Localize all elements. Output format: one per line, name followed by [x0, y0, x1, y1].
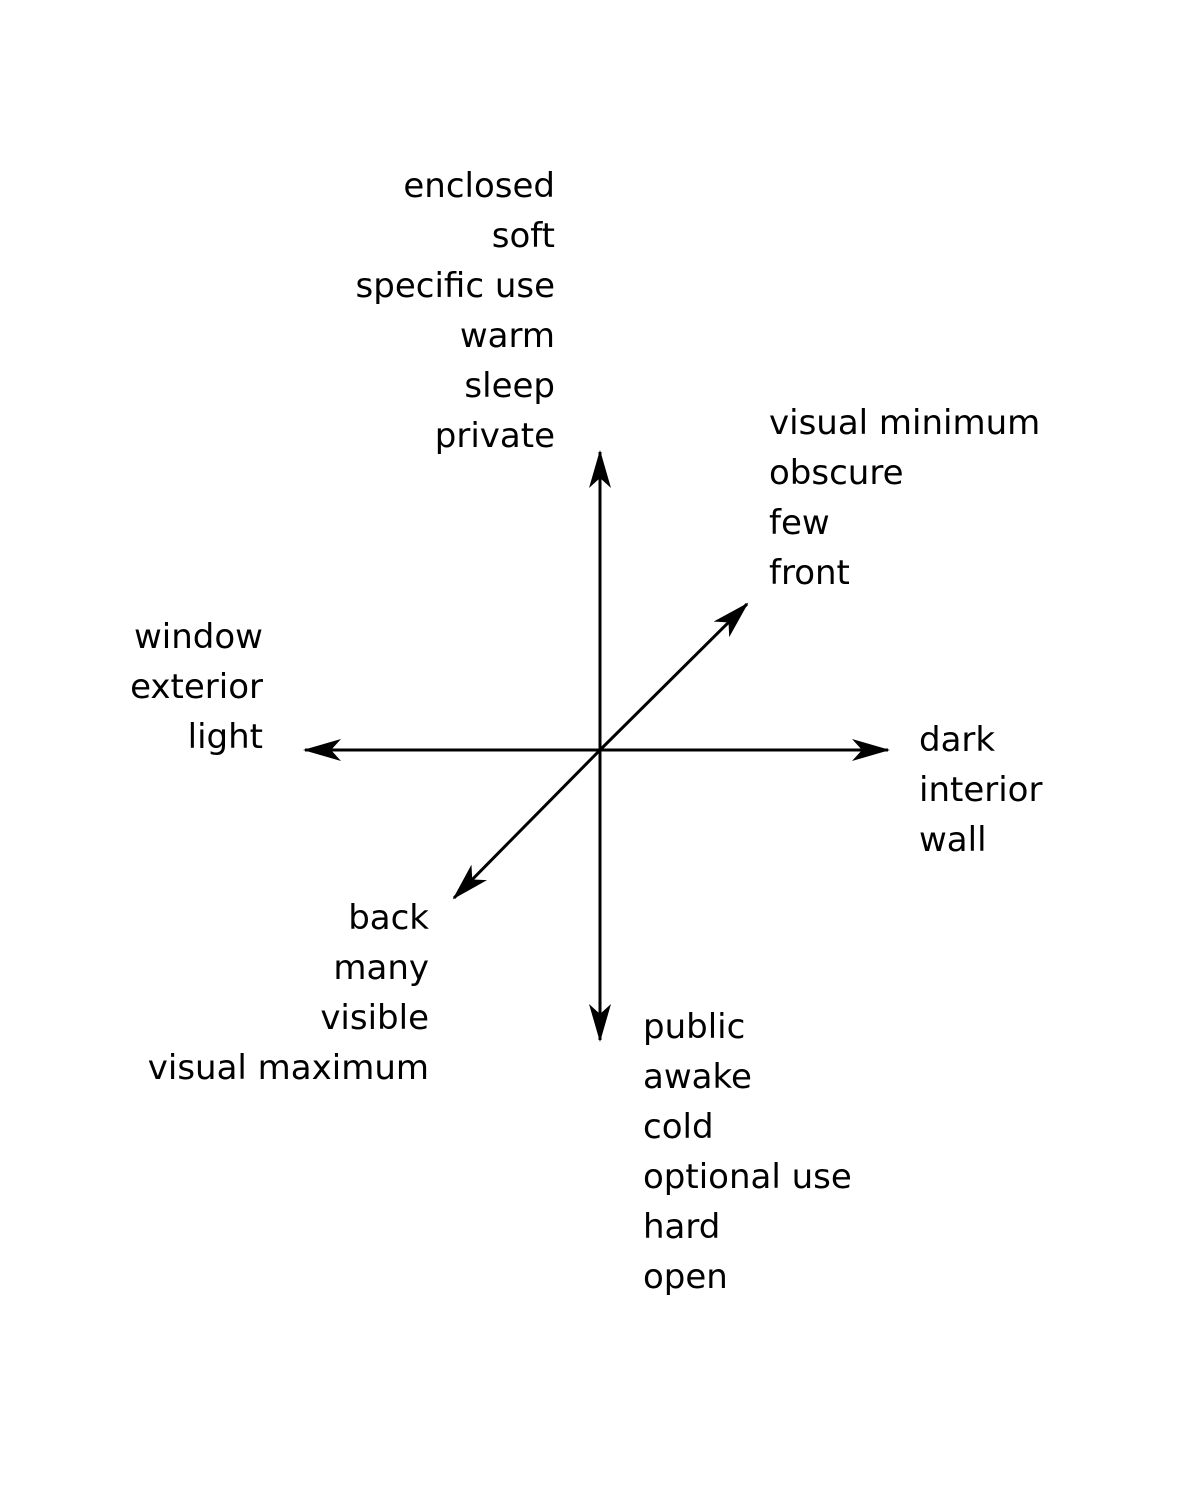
label-light: light	[187, 717, 263, 757]
label-visible: visible	[320, 998, 429, 1038]
diagonal-axis-front-arrow	[598, 602, 749, 752]
label-private: private	[434, 416, 555, 456]
front-end-labels: visual minimum obscure few front	[769, 398, 1040, 598]
bottom-end-labels: public awake cold optional use hard open	[643, 1002, 852, 1302]
label-hard: hard	[643, 1207, 721, 1247]
label-specific-use: specific use	[355, 266, 555, 306]
label-back: back	[348, 898, 429, 938]
label-exterior: exterior	[130, 667, 263, 707]
label-optional-use: optional use	[643, 1157, 852, 1197]
label-few: few	[769, 503, 830, 543]
diagonal-axis-back-arrow	[452, 748, 602, 900]
label-visual-maximum: visual maximum	[147, 1048, 429, 1088]
label-warm: warm	[459, 316, 555, 356]
right-end-labels: dark interior wall	[919, 715, 1042, 865]
label-cold: cold	[643, 1107, 714, 1147]
label-wall: wall	[919, 820, 987, 860]
label-enclosed: enclosed	[403, 166, 555, 206]
label-open: open	[643, 1257, 728, 1297]
label-interior: interior	[919, 770, 1043, 810]
label-dark: dark	[919, 720, 996, 760]
label-visual-minimum: visual minimum	[769, 403, 1041, 443]
label-public: public	[643, 1007, 746, 1047]
back-end-labels: back many visible visual maximum	[148, 893, 429, 1093]
label-window: window	[134, 617, 263, 657]
top-end-labels: enclosed soft specific use warm sleep pr…	[356, 161, 555, 461]
label-obscure: obscure	[769, 453, 904, 493]
label-sleep: sleep	[464, 366, 555, 406]
left-end-labels: window exterior light	[130, 612, 263, 762]
label-front: front	[769, 553, 850, 593]
label-many: many	[333, 948, 429, 988]
label-soft: soft	[491, 216, 555, 256]
label-awake: awake	[643, 1057, 752, 1097]
